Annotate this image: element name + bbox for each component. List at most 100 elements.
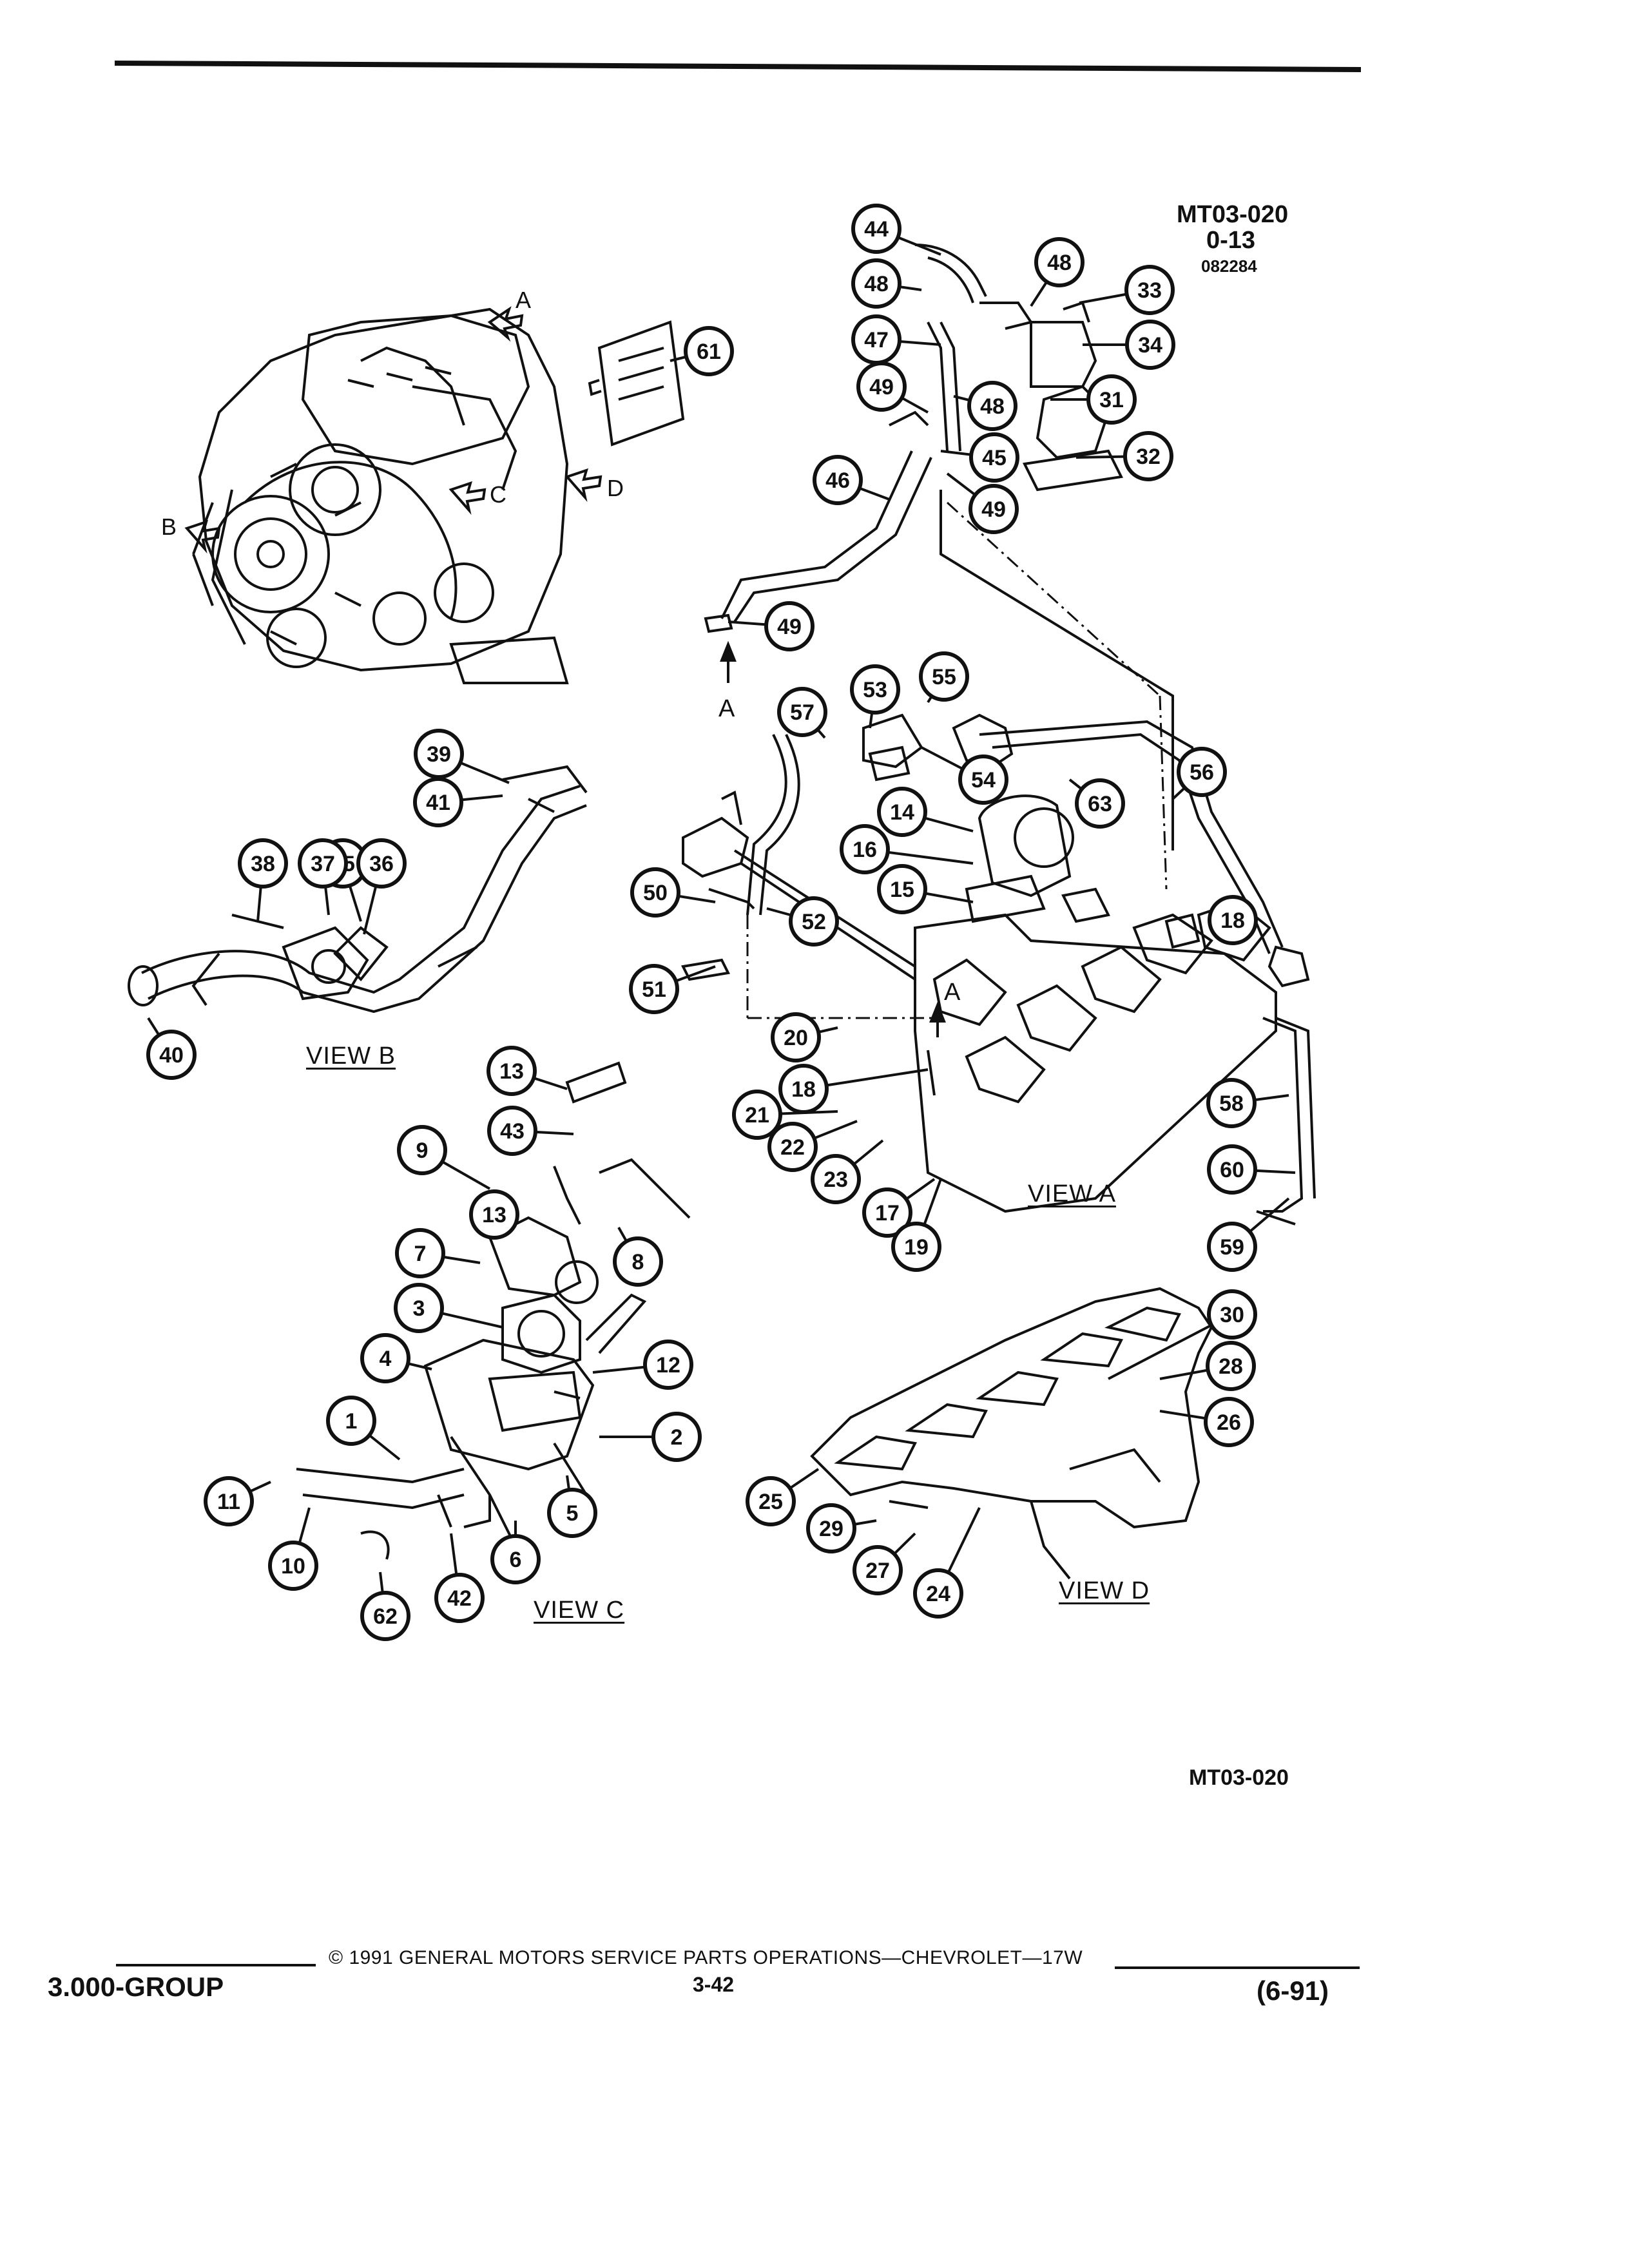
callout-27: 27	[853, 1532, 916, 1595]
callout-number: 13	[482, 1203, 506, 1227]
callout-24: 24	[913, 1507, 981, 1619]
callout-42: 42	[434, 1533, 485, 1623]
callout-44: 44	[851, 204, 941, 256]
callout-circle	[360, 1333, 410, 1383]
callout-10: 10	[268, 1507, 318, 1591]
callout-46: 46	[813, 455, 890, 505]
callout-number: 32	[1136, 445, 1161, 469]
callout-circle	[613, 1236, 663, 1287]
callout-circle	[394, 1283, 444, 1333]
callout-number: 24	[926, 1582, 950, 1606]
callout-number: 34	[1138, 333, 1162, 358]
callout-17: 17	[862, 1178, 936, 1238]
callout-number: 22	[780, 1135, 805, 1160]
callout-number: 49	[981, 497, 1006, 522]
callout-22: 22	[767, 1120, 858, 1172]
callout-number: 6	[510, 1548, 522, 1572]
callout-circle	[840, 824, 890, 874]
callout-number: 54	[971, 768, 996, 793]
callout-number: 19	[904, 1235, 929, 1260]
callout-number: 53	[863, 678, 887, 702]
callout-41: 41	[413, 777, 503, 827]
top-rule	[114, 61, 1362, 72]
callout-circle	[547, 1488, 597, 1538]
callout-circle	[850, 664, 900, 715]
callout-number: 29	[819, 1517, 843, 1541]
callout-number: 50	[643, 881, 668, 905]
callout-6: 6	[490, 1521, 541, 1584]
callout-number: 3	[413, 1296, 425, 1321]
callout-circle	[732, 1090, 782, 1140]
figure-id-bottom: MT03-020	[1189, 1765, 1289, 1790]
callout-circle	[969, 484, 1019, 534]
callout-circle	[877, 787, 927, 837]
callout-circle	[1206, 1078, 1257, 1128]
callout-18: 18	[1208, 895, 1258, 945]
callout-47: 47	[851, 314, 941, 365]
callout-circle	[877, 864, 927, 914]
callout-circle	[414, 729, 464, 779]
callout-number: 63	[1088, 792, 1112, 816]
callout-circle	[413, 777, 463, 827]
callout-number: 23	[824, 1168, 848, 1192]
callout-28: 28	[1159, 1341, 1256, 1391]
callout-circle	[1075, 778, 1125, 829]
callout-circle	[1206, 1341, 1256, 1391]
callout-circle	[1177, 747, 1227, 797]
callout-63: 63	[1068, 778, 1125, 829]
view-a-dashed-leader	[946, 501, 1161, 697]
view-a-intake-manifold	[681, 713, 1316, 1225]
callout-19: 19	[891, 1178, 942, 1272]
callout-3: 3	[394, 1283, 503, 1333]
callout-circle	[856, 361, 907, 412]
callout-circle	[789, 896, 839, 947]
callout-number: 8	[632, 1250, 644, 1274]
callout-38: 38	[238, 838, 288, 922]
callout-49: 49	[728, 601, 815, 651]
callout-50: 50	[630, 867, 716, 918]
callout-number: 40	[159, 1043, 184, 1068]
callout-circle	[487, 1046, 537, 1096]
section-letter-c: C	[490, 481, 506, 508]
callout-13: 13	[487, 1046, 568, 1096]
section-letter-b: B	[161, 514, 177, 540]
callout-circle	[684, 326, 734, 376]
callout-circle	[806, 1503, 856, 1553]
callout-circle	[1123, 431, 1173, 481]
callout-circle	[913, 1568, 963, 1619]
footer-group: 3.000-GROUP	[48, 1972, 224, 2002]
callout-circle	[434, 1573, 485, 1623]
callout-number: 33	[1137, 278, 1162, 303]
callout-circle	[1207, 1222, 1257, 1272]
callout-1: 1	[326, 1396, 401, 1461]
callout-circle	[469, 1189, 519, 1240]
callout-16: 16	[840, 824, 974, 874]
callout-59: 59	[1207, 1197, 1290, 1272]
callout-circle	[853, 1545, 903, 1595]
callout-circle	[1125, 320, 1175, 370]
callout-number: 12	[656, 1353, 680, 1378]
callout-circle	[629, 964, 679, 1014]
callout-number: 61	[697, 340, 721, 364]
callout-2: 2	[599, 1412, 702, 1462]
callout-number: 55	[932, 665, 956, 689]
footer-revision: (6-91)	[1257, 1975, 1329, 2006]
callout-8: 8	[613, 1227, 663, 1287]
footer-rule-right	[1115, 1966, 1360, 1969]
callout-48: 48	[851, 258, 922, 309]
callout-number: 14	[890, 800, 914, 825]
callout-number: 9	[416, 1139, 429, 1163]
callout-number: 16	[853, 838, 877, 862]
callout-29: 29	[806, 1503, 877, 1553]
footer-page-number: 3-42	[693, 1973, 735, 1996]
callout-34: 34	[1083, 320, 1175, 370]
figure-id-top: MT03-020	[1177, 201, 1289, 228]
callout-circle	[767, 1122, 818, 1172]
callout-39: 39	[414, 729, 510, 784]
callout-number: 30	[1220, 1303, 1244, 1327]
callout-circle	[487, 1106, 537, 1156]
callout-number: 13	[499, 1059, 524, 1084]
view-b-coolant-pipe	[128, 765, 588, 1014]
callout-51: 51	[629, 964, 716, 1014]
